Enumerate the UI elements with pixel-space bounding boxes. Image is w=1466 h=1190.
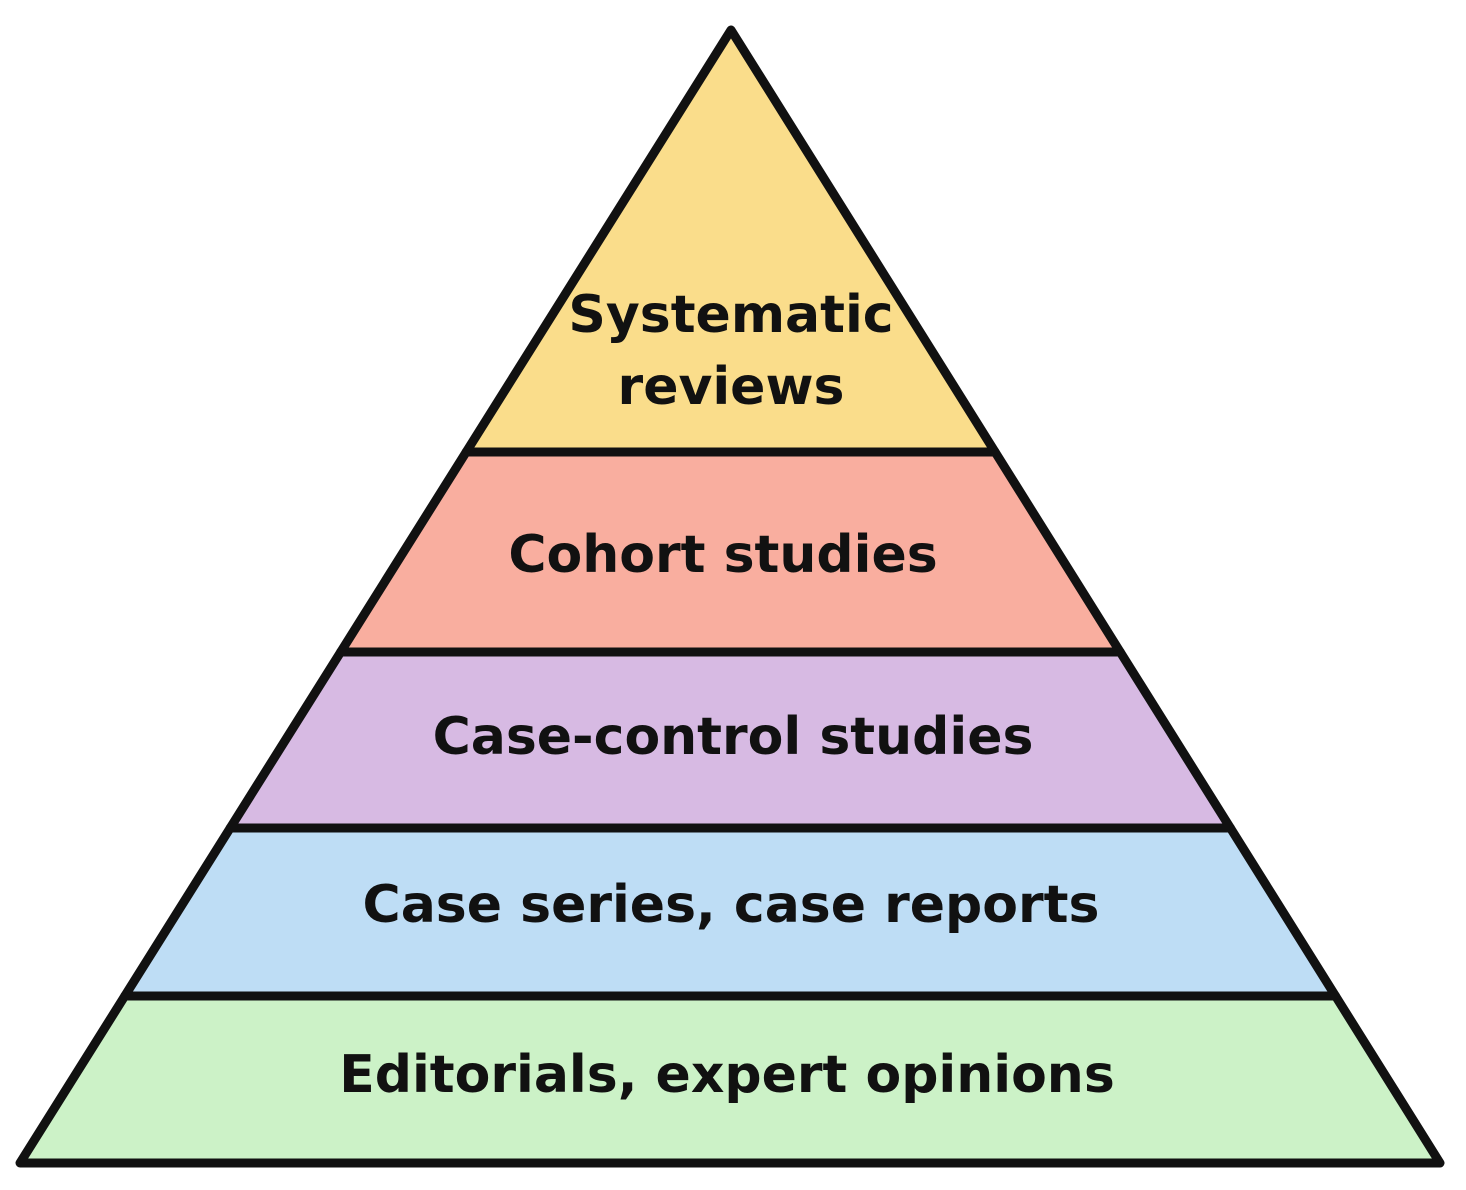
tier-label-systematic-reviews-line1: Systematic	[568, 285, 893, 345]
tier-label-editorials: Editorials, expert opinions	[339, 1045, 1115, 1105]
tier-editorials	[15, 991, 1445, 1168]
tier-label-cohort-studies: Cohort studies	[508, 525, 937, 585]
pyramid-labels: Systematic reviews Cohort studies Case-c…	[339, 285, 1115, 1105]
tier-label-systematic-reviews-line2: reviews	[618, 357, 845, 417]
tier-label-case-series: Case series, case reports	[363, 875, 1100, 935]
tier-label-case-control-studies: Case-control studies	[433, 707, 1034, 767]
pyramid-tiers	[15, 25, 1445, 1168]
